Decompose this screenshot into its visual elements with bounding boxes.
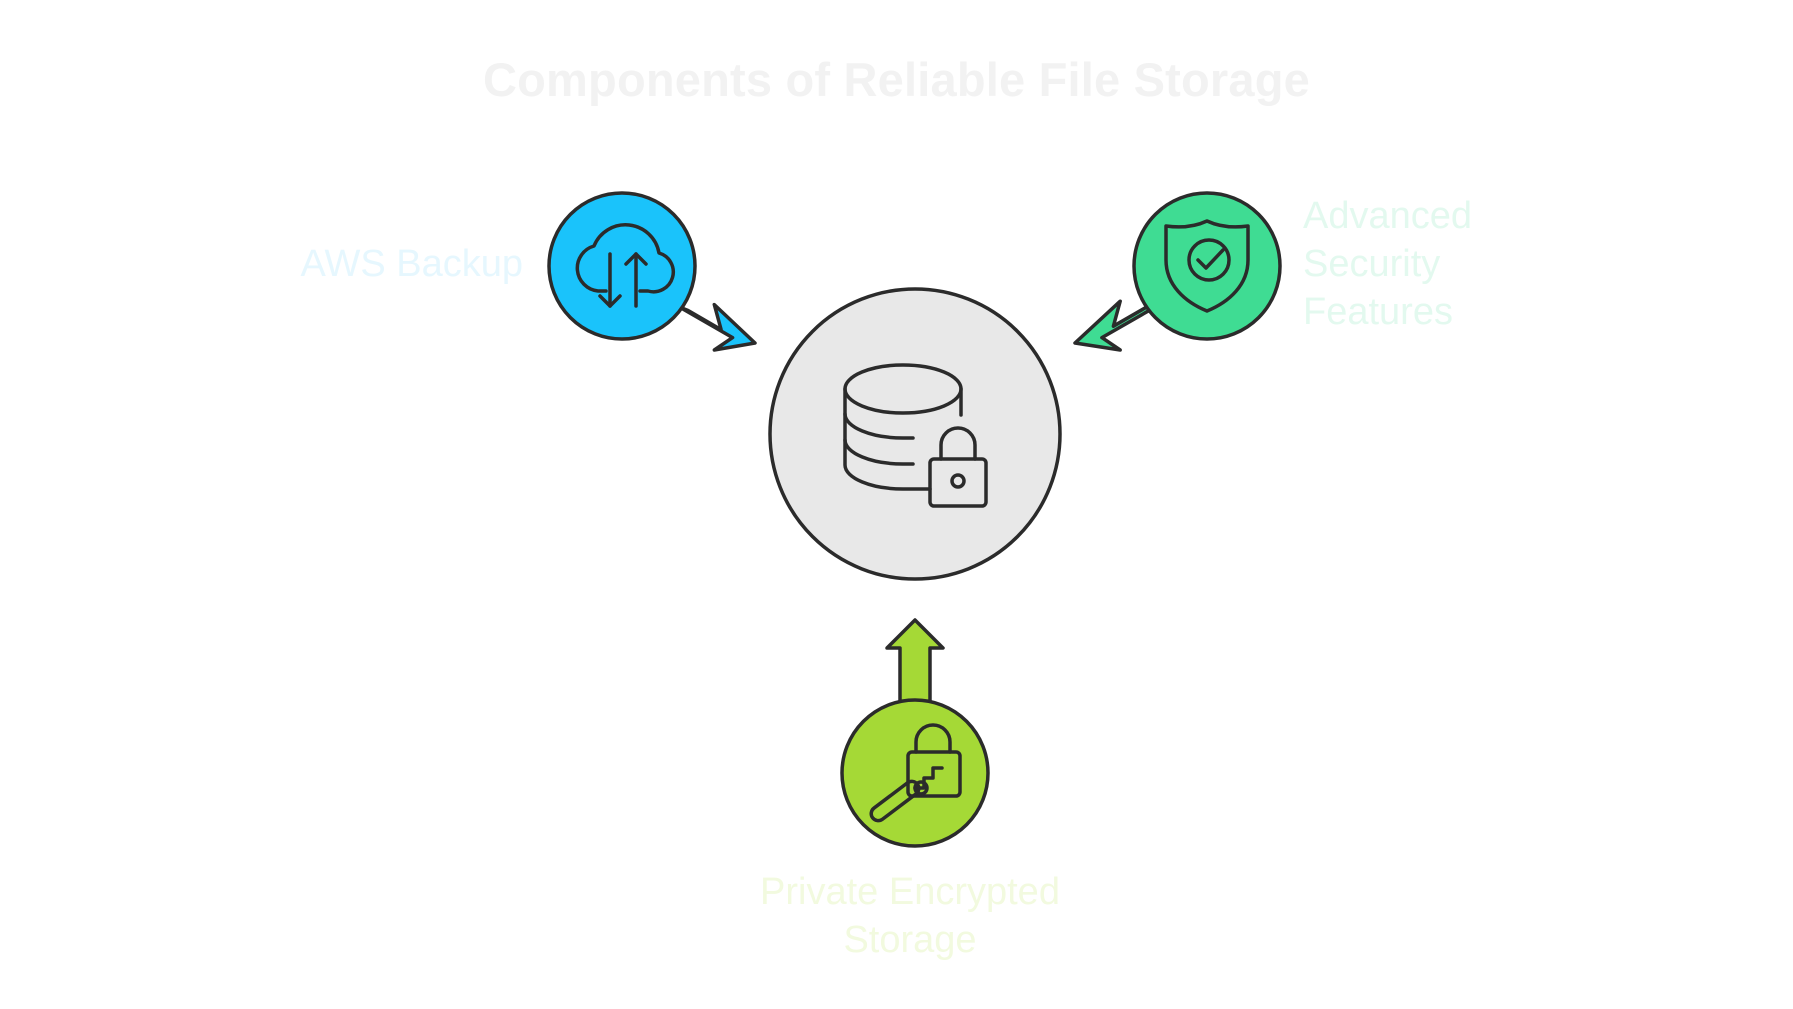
aws-backup-label-text: AWS Backup (300, 243, 523, 285)
aws-backup-circle (547, 191, 697, 341)
key-unlock-icon (869, 723, 962, 823)
advanced-security-label-line: Advanced (1303, 195, 1473, 237)
aws-backup-arrow (677, 302, 757, 352)
shield-check-icon (1164, 219, 1250, 313)
diagram-title: Components of Reliable File Storage (483, 53, 1310, 106)
advanced-security-label-line: Security (1303, 243, 1441, 285)
advanced-security-arrow (1073, 299, 1158, 352)
aws-backup-label: AWS Backup (301, 240, 523, 288)
private-storage-label-line: Storage (843, 919, 977, 961)
private-storage-circle (840, 698, 990, 848)
database-lock-icon (843, 363, 988, 508)
cloud-sync-icon (575, 223, 676, 308)
private-storage-arrow (885, 618, 945, 712)
private-storage-label: Private Encrypted Storage (650, 868, 1170, 964)
advanced-security-label-line: Features (1303, 291, 1453, 333)
private-storage-label-line: Private Encrypted (760, 871, 1060, 913)
central-storage-circle (768, 287, 1062, 581)
advanced-security-label: Advanced Security Features (1303, 192, 1472, 336)
